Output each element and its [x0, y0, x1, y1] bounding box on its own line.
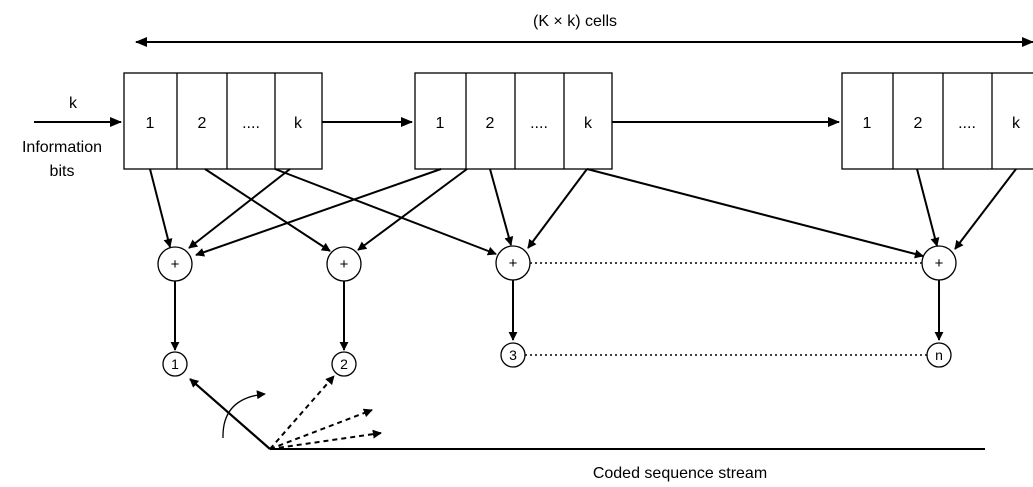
output-2: 2	[331, 351, 357, 377]
register-3-cell-2: 2	[914, 115, 923, 132]
register-1-cell-2: 2	[198, 115, 207, 132]
commutator-dashed-3	[269, 429, 382, 450]
rotation-arc	[222, 390, 266, 439]
adder-2: +	[326, 246, 362, 282]
register-3-cell-dots: ....	[958, 115, 976, 132]
commutator-dashed-1	[269, 375, 335, 450]
output-n-label: n	[935, 347, 943, 363]
output-3-label: 3	[509, 347, 517, 363]
register-3-cell-k: k	[1012, 115, 1021, 132]
output-2-label: 2	[340, 356, 348, 372]
adder-2-symbol: +	[340, 256, 349, 273]
input-k-label: k	[69, 95, 78, 112]
adder-1-symbol: +	[171, 256, 180, 273]
span-label: (K × k) cells	[533, 13, 617, 30]
register-3-cell-1: 1	[863, 115, 872, 132]
adder-n-symbol: +	[935, 255, 944, 272]
tap-connections	[149, 168, 1017, 259]
register-1-cell-1: 1	[146, 115, 155, 132]
commutator	[189, 375, 985, 450]
output-1-label: 1	[171, 356, 179, 372]
register-1: 1 2 .... k	[123, 72, 323, 170]
commutator-dashed-2	[269, 408, 373, 450]
register-2-cell-2: 2	[486, 115, 495, 132]
output-3: 3	[500, 342, 526, 368]
output-1: 1	[162, 351, 188, 377]
register-3: 1 2 .... k	[841, 72, 1033, 170]
register-2-cell-dots: ....	[530, 115, 548, 132]
commutator-arm	[189, 378, 271, 450]
adder-1: +	[157, 246, 193, 282]
register-1-cell-dots: ....	[242, 115, 260, 132]
info-bits-label-line2: bits	[50, 163, 75, 180]
register-1-cell-k: k	[294, 115, 303, 132]
info-bits-label-line1: Information	[22, 139, 102, 156]
adder-3: +	[495, 245, 531, 281]
adder-n: +	[921, 245, 957, 281]
coded-sequence-caption: Coded sequence stream	[593, 465, 767, 482]
output-n: n	[926, 342, 952, 368]
register-2-cell-k: k	[584, 115, 593, 132]
adder-3-symbol: +	[509, 255, 518, 272]
register-2-cell-1: 1	[436, 115, 445, 132]
register-2: 1 2 .... k	[414, 72, 613, 170]
adder-output-arrows	[170, 280, 944, 351]
